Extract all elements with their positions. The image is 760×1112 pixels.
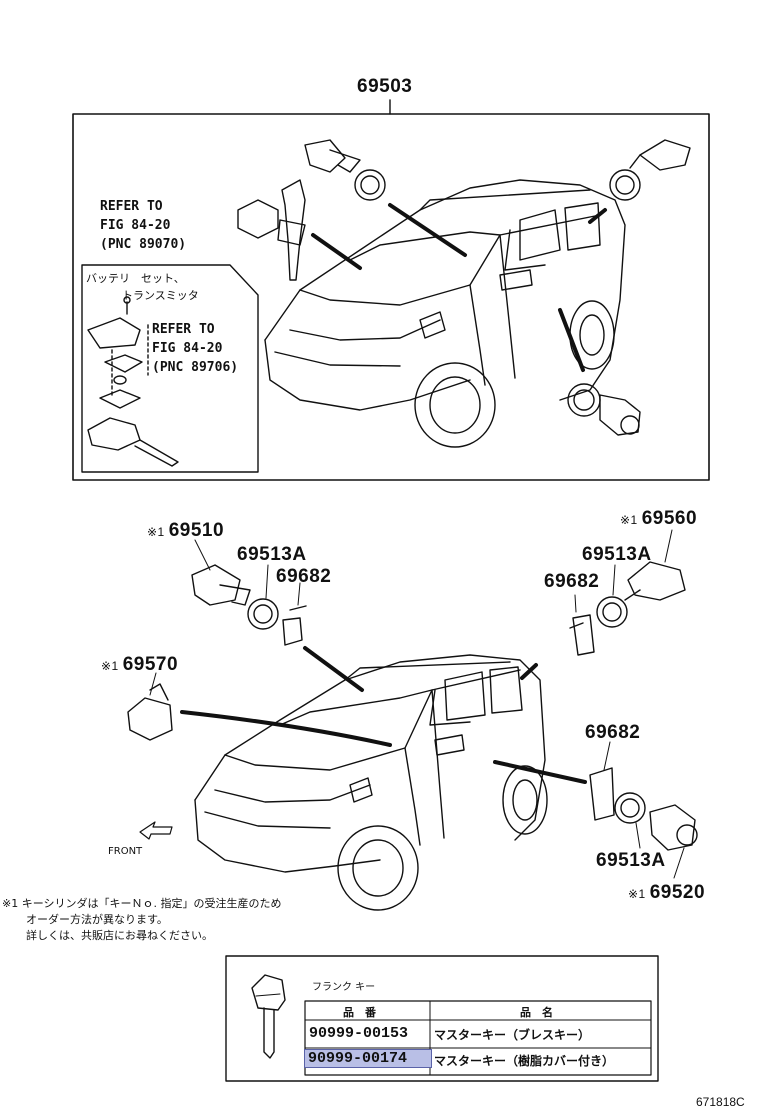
battery-label-line2: トランスミッタ xyxy=(122,289,199,302)
part-69682-right-label[interactable]: 69682 xyxy=(544,571,600,592)
order-note-line2: オーダー方法が異なります。 xyxy=(26,913,168,926)
upper-vehicle-drawing xyxy=(264,179,626,448)
key-table-header-name: 品 名 xyxy=(520,1006,553,1019)
key-row-2-part-number-highlighted[interactable]: 90999-00174 xyxy=(304,1049,432,1068)
key-row-2-name: マスターキー（樹脂カバー付き） xyxy=(434,1054,615,1068)
upper-parts-drawing xyxy=(87,139,691,467)
part-69513a-right-label[interactable]: 69513A xyxy=(582,544,652,565)
key-row-1-part-number[interactable]: 90999-00153 xyxy=(309,1025,409,1042)
assembly-part-number[interactable]: 69503 xyxy=(357,76,413,97)
key-table-title: フランク キー xyxy=(312,982,376,993)
part-69682-lower-label[interactable]: 69682 xyxy=(585,722,641,743)
lower-vehicle-drawing xyxy=(194,654,548,911)
front-direction-label: FRONT xyxy=(108,846,143,857)
part-69513a-left-label[interactable]: 69513A xyxy=(237,544,307,565)
refer-note-upper: REFER TO FIG 84-20 (PNC 89070) xyxy=(100,199,187,252)
order-note: ※1 キーシリンダは「キーＮｏ. 指定」の受注生産のため オーダー方法が異なりま… xyxy=(2,896,281,944)
key-table-header-part-no: 品 番 xyxy=(343,1006,376,1019)
battery-label-line1: バッテリ セット、 xyxy=(86,272,185,285)
figure-code: 671818C xyxy=(696,1095,745,1109)
part-69513a-lower-label[interactable]: 69513A xyxy=(596,850,666,871)
lower-parts-drawing xyxy=(127,561,698,851)
key-row-1-name: マスターキー（ブレスキー） xyxy=(434,1028,591,1042)
part-69682-left-label[interactable]: 69682 xyxy=(276,566,332,587)
refer-note-lower: REFER TO FIG 84-20 (PNC 89706) xyxy=(152,322,239,375)
order-note-line1: ※1 キーシリンダは「キーＮｏ. 指定」の受注生産のため xyxy=(2,897,282,910)
order-note-line3: 詳しくは、共販店にお尋ねください。 xyxy=(26,929,213,942)
